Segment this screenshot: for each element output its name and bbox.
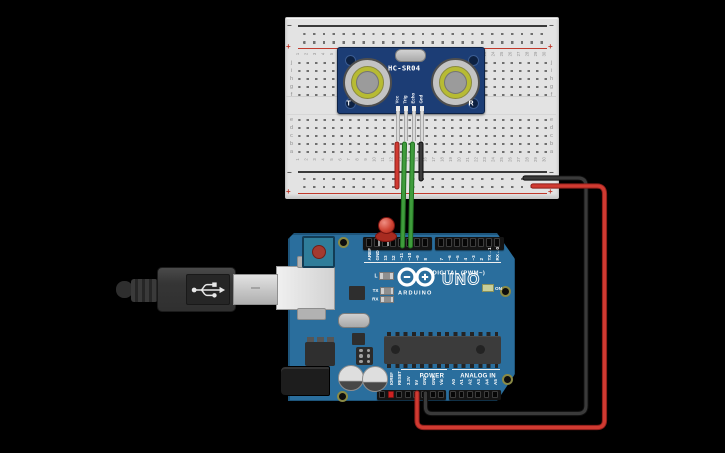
digital-socket-~3[interactable] <box>470 238 476 247</box>
ultrasonic-sensor-hc-sr04[interactable] <box>337 46 485 141</box>
power-socket-GND[interactable] <box>430 390 436 398</box>
mounting-hole <box>336 390 348 402</box>
analog-socket-A3[interactable] <box>475 390 482 398</box>
reset-button[interactable] <box>302 236 335 268</box>
led-dome[interactable] <box>377 216 395 234</box>
digital-socket-AREF[interactable] <box>366 238 372 247</box>
power-socket-IOREF[interactable] <box>388 390 394 398</box>
usb-trident-icon <box>191 281 226 298</box>
power-socket-5V[interactable] <box>413 390 419 398</box>
usb-cable-strain-relief[interactable] <box>131 278 158 302</box>
breadboard-holes-row[interactable] <box>302 32 544 36</box>
rx-led <box>380 295 394 303</box>
usb-plug-notch <box>251 287 260 289</box>
digital-socket-~10[interactable] <box>406 238 412 247</box>
voltage-regulator <box>305 342 335 366</box>
sensor-pin-pad[interactable] <box>396 105 400 111</box>
digital-socket-TX→1[interactable] <box>486 238 492 247</box>
mounting-hole <box>338 236 349 248</box>
icsp-header[interactable] <box>356 347 373 365</box>
crystal-oscillator <box>338 313 370 328</box>
digital-socket-RX←0[interactable] <box>494 238 500 247</box>
breadboard-holes-row[interactable] <box>302 41 544 44</box>
sensor-pin-leg[interactable] <box>420 110 424 141</box>
sensor-pin-leg[interactable] <box>396 110 400 141</box>
analog-socket-A4[interactable] <box>483 390 490 398</box>
regulator-leg <box>327 337 334 344</box>
ultrasonic-receiver <box>431 58 480 107</box>
digital-socket-~11[interactable] <box>398 238 404 247</box>
power-header-strip <box>377 389 446 400</box>
digital-socket-~5[interactable] <box>454 238 460 247</box>
digital-socket-8[interactable] <box>422 238 428 247</box>
power-jack <box>280 366 330 396</box>
digital-socket-~6[interactable] <box>446 238 452 247</box>
usb-port-tab <box>297 308 326 320</box>
power-socket-GND[interactable] <box>421 390 427 398</box>
capacitor <box>362 366 388 392</box>
ultrasonic-transmitter <box>343 58 392 107</box>
power-socket-Vin[interactable] <box>438 390 444 398</box>
usb-cable-end[interactable] <box>116 280 133 298</box>
analog-socket-A0[interactable] <box>450 390 456 398</box>
power-socket-unused[interactable] <box>379 390 385 398</box>
smd-component <box>352 333 365 345</box>
usb-plug-metal[interactable] <box>233 274 278 305</box>
sensor-pin-leg[interactable] <box>404 110 408 141</box>
builtin-led-l <box>379 271 394 280</box>
sensor-pin-pad[interactable] <box>404 105 408 111</box>
sensor-crystal <box>395 49 426 62</box>
digital-socket-2[interactable] <box>478 238 484 247</box>
sensor-pin-leg[interactable] <box>412 110 416 141</box>
analog-socket-A2[interactable] <box>466 390 473 398</box>
digital-socket-~9[interactable] <box>414 238 420 247</box>
digital-socket-4[interactable] <box>462 238 468 247</box>
usb-symbol-plate <box>186 274 230 305</box>
reset-button-cap[interactable] <box>311 245 326 259</box>
capacitor <box>338 365 364 391</box>
sensor-pin-pad[interactable] <box>420 105 424 111</box>
sensor-pin-pad[interactable] <box>412 105 416 111</box>
regulator-leg <box>307 337 314 344</box>
analog-socket-A5[interactable] <box>492 390 498 398</box>
digital-socket-7[interactable] <box>438 238 444 247</box>
power-socket-3.3V[interactable] <box>405 390 411 398</box>
mcu-marking <box>391 345 400 354</box>
analog-socket-A1[interactable] <box>458 390 465 398</box>
regulator-leg <box>317 337 324 344</box>
tx-led <box>380 287 394 295</box>
power-socket-RESET[interactable] <box>396 390 402 398</box>
top-negative-rail-line <box>298 25 547 27</box>
smd-component <box>349 286 365 300</box>
